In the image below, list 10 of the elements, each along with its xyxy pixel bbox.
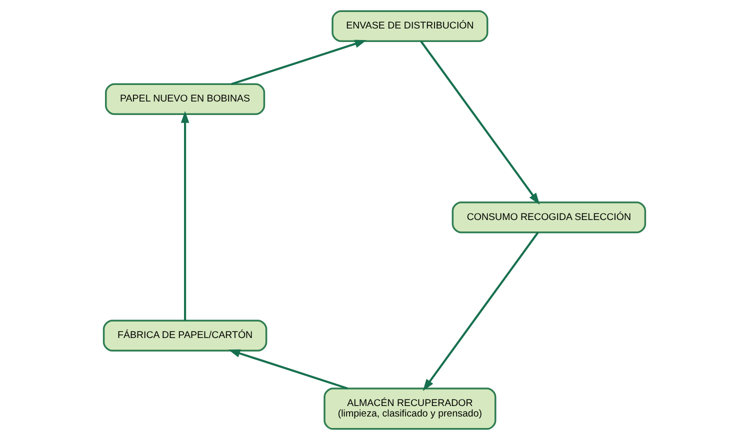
arrow bbox=[422, 232, 539, 391]
arrow bbox=[228, 349, 348, 390]
node-box: FÁBRICA DE PAPEL/CARTÓN bbox=[102, 320, 268, 352]
node-box: PAPEL NUEVO EN BOBINAS bbox=[105, 83, 266, 116]
arrow bbox=[231, 40, 367, 86]
arrow bbox=[180, 111, 190, 320]
node-box: CONSUMO RECOGIDA SELECCIÓN bbox=[452, 202, 646, 234]
arrow bbox=[420, 40, 540, 205]
node-box: ALMACÉN RECUPERADOR (limpieza, clasificado y prensado) bbox=[324, 388, 496, 430]
node-box: ENVASE DE DISTRIBUCIÓN bbox=[332, 10, 488, 42]
